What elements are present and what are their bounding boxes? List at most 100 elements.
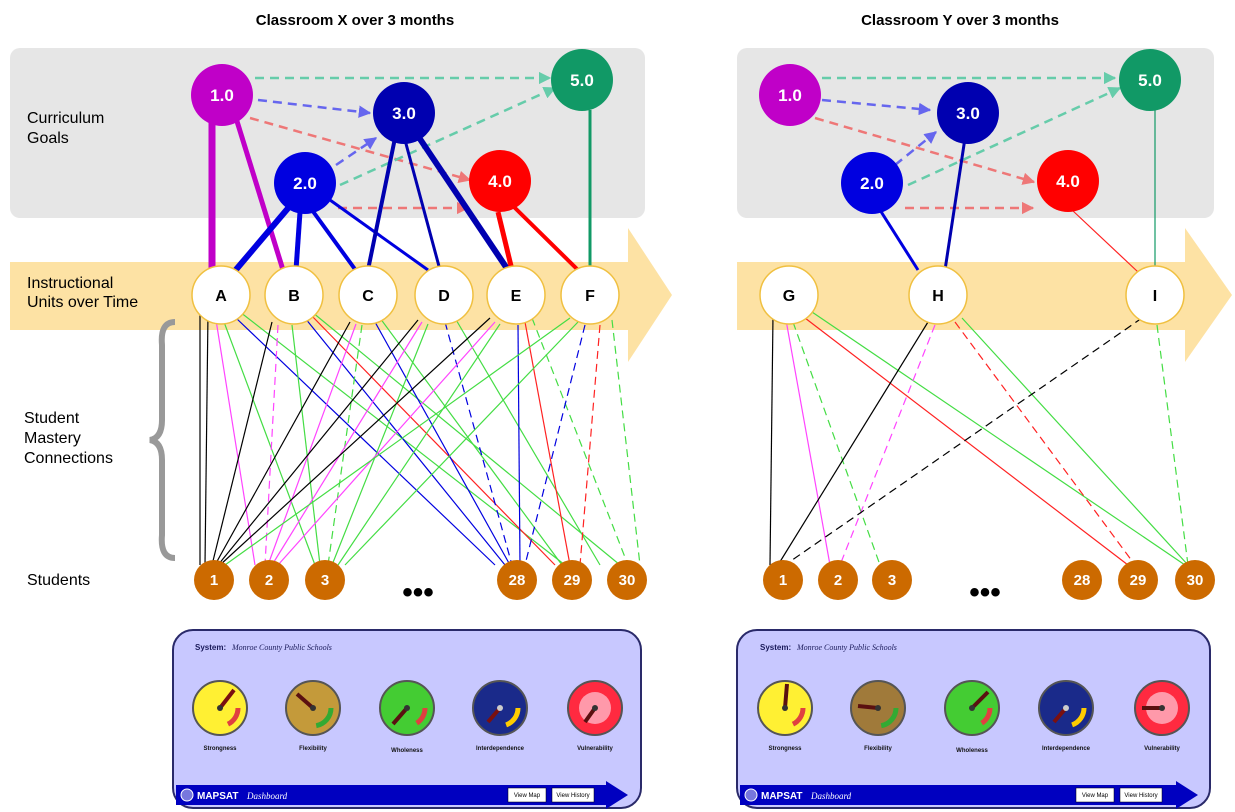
gauge-vulnerability[interactable]: Vulnerability xyxy=(1134,680,1190,752)
student-node[interactable]: 28 xyxy=(1062,560,1102,600)
dashboard: System: Monroe County Public Schools Str… xyxy=(172,629,642,809)
student-label: 1 xyxy=(779,572,787,589)
view-history-button[interactable]: View History xyxy=(1119,787,1163,803)
dashboard-footer-bar: MAPSAT Dashboard View Map View History xyxy=(740,781,1198,809)
mastery-links xyxy=(199,310,641,566)
unit-node[interactable]: E xyxy=(486,265,546,325)
student-label: 2 xyxy=(834,572,842,589)
goal-label: 5.0 xyxy=(1138,71,1162,90)
goal-node[interactable]: 5.0 xyxy=(1119,49,1181,111)
gauge-label: Interdependence xyxy=(1042,746,1091,752)
unit-label: G xyxy=(783,288,795,305)
student-node[interactable]: 1 xyxy=(763,560,803,600)
row-label-students: Students xyxy=(27,572,90,589)
dashboard: System: Monroe County Public Schools Str… xyxy=(736,629,1211,809)
gauge-flexibility[interactable]: Flexibility xyxy=(285,680,341,752)
row-label-units-line2: Units over Time xyxy=(27,294,138,311)
gauge-wholeness[interactable]: Wholeness xyxy=(944,680,1000,754)
unit-node[interactable]: A xyxy=(191,265,251,325)
unit-nodes: A B C D E F xyxy=(191,265,620,325)
system-label: System: xyxy=(195,643,226,652)
student-node[interactable]: 30 xyxy=(1175,560,1215,600)
goal-unit-links xyxy=(208,110,592,274)
goal-node[interactable]: 2.0 xyxy=(841,152,903,214)
brand-suffix: Dashboard xyxy=(246,791,288,801)
dashboard-footer-bar: MAPSAT Dashboard View Map View History xyxy=(176,781,628,809)
unit-label: H xyxy=(932,288,944,305)
ellipsis: ••• xyxy=(969,576,1001,609)
unit-label: F xyxy=(585,288,595,305)
row-label-goals-line2: Goals xyxy=(27,130,69,147)
gauge-wholeness[interactable]: Wholeness xyxy=(379,680,435,754)
view-history-button[interactable]: View History xyxy=(551,787,595,803)
unit-label: E xyxy=(511,288,522,305)
mastery-links xyxy=(769,311,1189,566)
goal-node[interactable]: 4.0 xyxy=(1037,150,1099,212)
unit-node[interactable]: G xyxy=(759,265,819,325)
student-label: 30 xyxy=(1187,572,1204,589)
goal-node[interactable]: 5.0 xyxy=(551,49,613,111)
gauge-label: Vulnerability xyxy=(577,746,613,752)
student-label: 3 xyxy=(888,572,896,589)
student-node[interactable]: 30 xyxy=(607,560,647,600)
gauge-label: Vulnerability xyxy=(1144,746,1180,752)
row-label-mastery-line2: Mastery xyxy=(24,430,81,447)
view-history-label: View History xyxy=(556,793,589,799)
gauge-strongness[interactable]: Strongness xyxy=(757,680,813,752)
goal-label: 2.0 xyxy=(860,174,884,193)
gauge-label: Interdependence xyxy=(476,746,525,752)
student-nodes: 1 2 3 ••• 28 29 30 xyxy=(194,560,647,609)
student-node[interactable]: 2 xyxy=(249,560,289,600)
goal-label: 5.0 xyxy=(570,71,594,90)
gauge-strongness[interactable]: Strongness xyxy=(192,680,248,752)
goal-nodes: 1.0 2.0 3.0 4.0 5.0 xyxy=(191,49,613,214)
goal-node[interactable]: 2.0 xyxy=(274,152,336,214)
unit-node[interactable]: H xyxy=(908,265,968,325)
gauge-vulnerability[interactable]: Vulnerability xyxy=(567,680,623,752)
student-label: 2 xyxy=(265,572,273,589)
student-node[interactable]: 28 xyxy=(497,560,537,600)
gauge-interdependence[interactable]: Interdependence xyxy=(472,680,528,752)
brand-name: MAPSAT xyxy=(761,791,802,802)
unit-nodes: G H I xyxy=(759,265,1185,325)
row-labels: Curriculum Goals Instructional Units ove… xyxy=(24,110,176,589)
system-value: Monroe County Public Schools xyxy=(796,643,897,652)
panel-classroom-y: Classroom Y over 3 months xyxy=(736,12,1232,809)
goal-node[interactable]: 3.0 xyxy=(373,82,435,144)
student-node[interactable]: 29 xyxy=(1118,560,1158,600)
unit-node[interactable]: D xyxy=(414,265,474,325)
goal-label: 1.0 xyxy=(778,86,802,105)
student-node[interactable]: 2 xyxy=(818,560,858,600)
goal-label: 4.0 xyxy=(1056,172,1080,191)
gauge-flexibility[interactable]: Flexibility xyxy=(850,680,906,752)
unit-node[interactable]: C xyxy=(338,265,398,325)
unit-label: D xyxy=(438,288,450,305)
goal-label: 2.0 xyxy=(293,174,317,193)
view-history-label: View History xyxy=(1124,793,1157,799)
gauge-interdependence[interactable]: Interdependence xyxy=(1038,680,1094,752)
goal-node[interactable]: 1.0 xyxy=(759,64,821,126)
brand-suffix: Dashboard xyxy=(810,791,852,801)
view-map-button[interactable]: View Map xyxy=(1075,787,1115,803)
system-value: Monroe County Public Schools xyxy=(231,643,332,652)
goal-node[interactable]: 3.0 xyxy=(937,82,999,144)
unit-node[interactable]: B xyxy=(264,265,324,325)
goal-label: 1.0 xyxy=(210,86,234,105)
view-map-button[interactable]: View Map xyxy=(507,787,547,803)
unit-node[interactable]: I xyxy=(1125,265,1185,325)
student-label: 30 xyxy=(619,572,636,589)
student-node[interactable]: 3 xyxy=(872,560,912,600)
student-label: 29 xyxy=(564,572,581,589)
goal-node[interactable]: 1.0 xyxy=(191,64,253,126)
panel-title: Classroom Y over 3 months xyxy=(861,12,1059,29)
view-map-label: View Map xyxy=(514,793,541,799)
student-label: 1 xyxy=(210,572,218,589)
student-nodes: 1 2 3 ••• 28 29 30 xyxy=(763,560,1215,609)
student-node[interactable]: 3 xyxy=(305,560,345,600)
view-map-label: View Map xyxy=(1082,793,1109,799)
student-node[interactable]: 29 xyxy=(552,560,592,600)
student-node[interactable]: 1 xyxy=(194,560,234,600)
unit-node[interactable]: F xyxy=(560,265,620,325)
goal-node[interactable]: 4.0 xyxy=(469,150,531,212)
